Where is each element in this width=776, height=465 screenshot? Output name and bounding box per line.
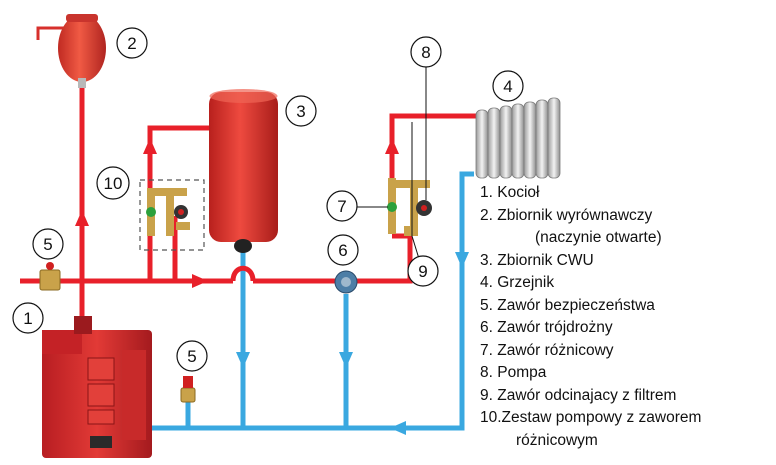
legend-item: 7. Zawór różnicowy [480, 341, 614, 359]
expansion-tank-icon [58, 14, 106, 82]
callout-5-top: 5 [32, 228, 64, 260]
pump-group-right [387, 178, 432, 236]
legend-item: 1. Kocioł [480, 184, 540, 201]
return-flow-arrows [236, 252, 469, 435]
legend-item: 4. Grzejnik [480, 274, 555, 291]
svg-text:2: 2 [127, 34, 136, 53]
safety-valve-bottom [180, 376, 196, 403]
expansion-tank [36, 14, 106, 88]
callout-6: 6 [327, 234, 359, 266]
legend-item: 9. Zawór odcinajacy z filtrem [480, 386, 677, 404]
legend: 1. Kocioł 2. Zbiornik wyrównawczy (naczy… [480, 182, 774, 452]
legend-item: 8. Pompa [480, 364, 547, 381]
legend-item: 6. Zawór trójdrożny [480, 319, 613, 336]
supply-flow-arrows [75, 138, 399, 288]
svg-text:7: 7 [337, 197, 346, 216]
callout-1: 1 [12, 302, 44, 334]
svg-text:9: 9 [418, 262, 427, 281]
callout-8: 8 [410, 36, 442, 68]
safety-valve-icon [39, 269, 61, 291]
pump-group-left [139, 179, 205, 251]
callout-5-bottom: 5 [176, 340, 208, 372]
legend-item: różnicowym [516, 431, 598, 449]
callouts: 1 2 3 4 5 5 6 7 [12, 27, 524, 372]
safety-valve-icon [180, 387, 196, 403]
svg-text:1: 1 [23, 309, 32, 328]
legend-item: 2. Zbiornik wyrównawczy [480, 206, 653, 224]
callout-10: 10 [96, 166, 130, 200]
pipe-crossover [230, 265, 256, 282]
svg-text:10: 10 [104, 174, 123, 193]
legend-item: (naczynie otwarte) [535, 229, 662, 246]
leader-lines [357, 66, 427, 263]
radiator [475, 97, 561, 179]
hot-water-tank-icon [209, 92, 278, 242]
svg-text:5: 5 [43, 235, 52, 254]
safety-valve-top [39, 262, 61, 291]
legend-item: 10.Zestaw pompowy z zaworem [480, 409, 702, 426]
callout-2: 2 [116, 27, 148, 59]
differential-valve-icon [387, 202, 397, 212]
hot-water-tank [209, 89, 278, 253]
callout-7: 7 [326, 190, 358, 222]
svg-text:5: 5 [187, 347, 196, 366]
svg-text:4: 4 [503, 77, 512, 96]
three-way-valve [334, 270, 358, 294]
svg-text:3: 3 [296, 102, 305, 121]
svg-text:6: 6 [338, 241, 347, 260]
legend-item: 3. Zbiornik CWU [480, 251, 594, 269]
legend-item: 5. Zawór bezpieczeństwa [480, 296, 655, 314]
svg-text:8: 8 [421, 43, 430, 62]
callout-9: 9 [407, 255, 439, 287]
boiler [42, 316, 152, 458]
pump-group-icon [146, 188, 190, 236]
radiator-icon [475, 97, 561, 179]
callout-3: 3 [285, 95, 317, 127]
callout-4: 4 [492, 70, 524, 102]
